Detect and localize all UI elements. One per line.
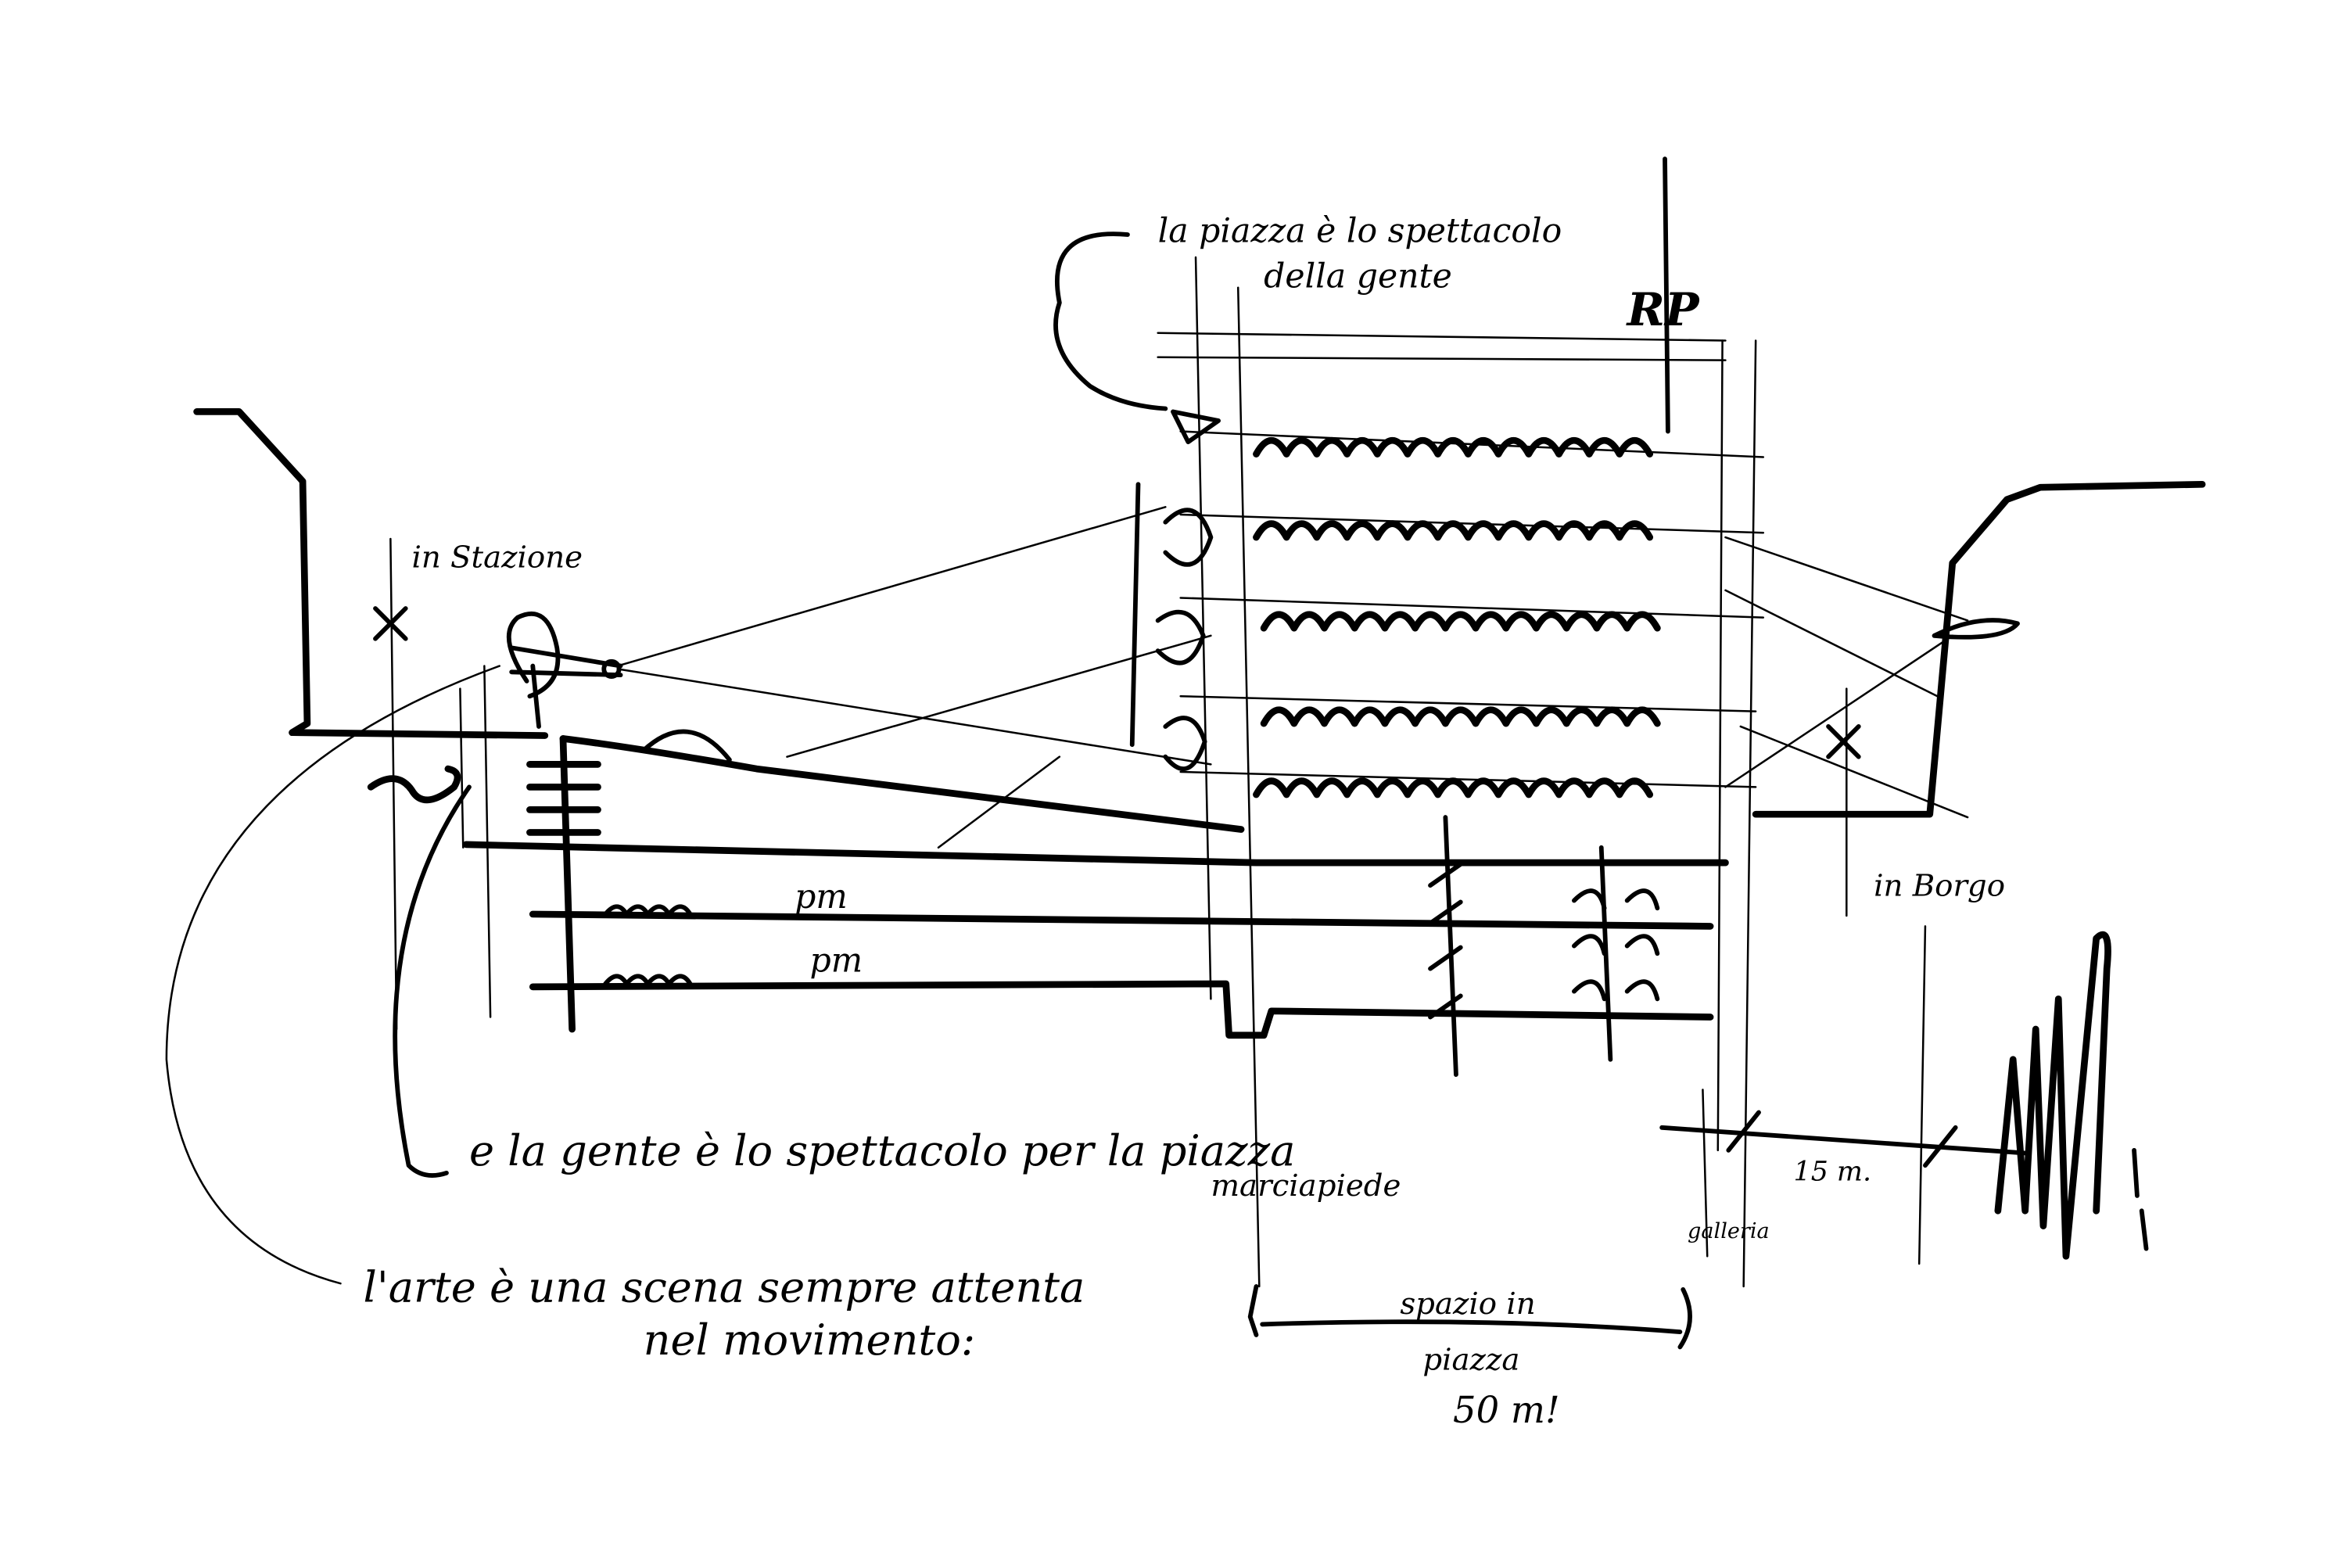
- art-note-line2: nel movimento:: [644, 1315, 976, 1365]
- square-width-line2: piazza: [1422, 1342, 1519, 1377]
- left-building: [193, 408, 549, 1031]
- perspective-lines: [616, 506, 1969, 849]
- label-small: galleria: [1688, 1219, 1770, 1243]
- signature: RP: [1626, 282, 1701, 336]
- art-note-line1: l'arte è una scena sempre attenta: [364, 1262, 1085, 1311]
- square-width-50m: 50 m!: [1453, 1389, 1560, 1431]
- level-label-2: pm: [809, 941, 863, 980]
- label-in-stazione: in Stazione: [411, 540, 583, 576]
- tree-left: [506, 612, 623, 729]
- top-note-line2: della gente: [1264, 257, 1452, 296]
- top-note-line1: la piazza è lo spettacolo: [1158, 212, 1562, 251]
- dimension-15m: 15 m.: [1794, 1157, 1872, 1188]
- ground-slope: [462, 729, 1729, 1039]
- bottom-note: e la gente è lo spettacolo per la piazza: [469, 1126, 1295, 1175]
- right-building: [1752, 480, 2206, 1265]
- label-in-borgo: in Borgo: [1874, 869, 2005, 904]
- square-width-line1: spazio in: [1400, 1286, 1535, 1322]
- central-building: [1053, 156, 1765, 1288]
- dimension-lines: [1247, 1089, 2031, 1350]
- tree-right: [1994, 931, 2149, 1260]
- level-label-1: pm: [795, 877, 848, 917]
- label-sidewalk: marciapiede: [1211, 1168, 1401, 1204]
- annotation-leaders: [165, 665, 500, 1285]
